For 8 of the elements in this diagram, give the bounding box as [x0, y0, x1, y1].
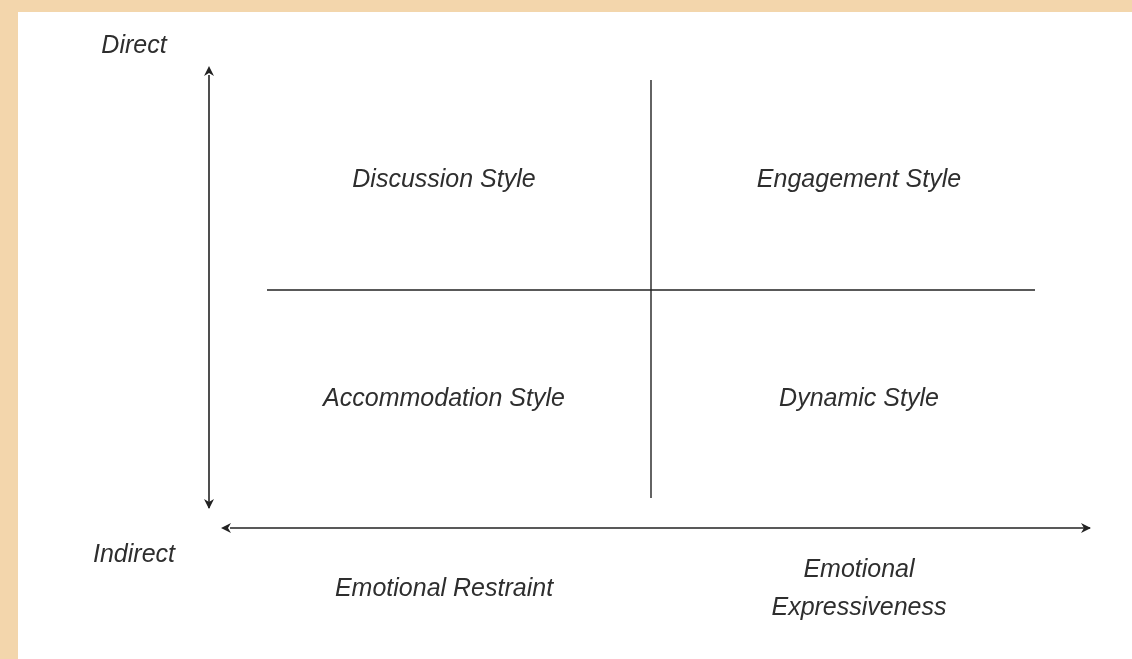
quadrant-label: Accommodation Style: [321, 382, 566, 413]
quadrant-label: Discussion Style: [351, 163, 537, 194]
axis-label: Emotional Expressiveness: [770, 553, 948, 622]
quadrant-label: Engagement Style: [755, 163, 963, 194]
axis-label: Emotional Restraint: [333, 572, 555, 603]
axis-label: Indirect: [92, 538, 177, 569]
quadrant-label: Dynamic Style: [778, 382, 940, 413]
axis-label: Direct: [100, 29, 169, 60]
